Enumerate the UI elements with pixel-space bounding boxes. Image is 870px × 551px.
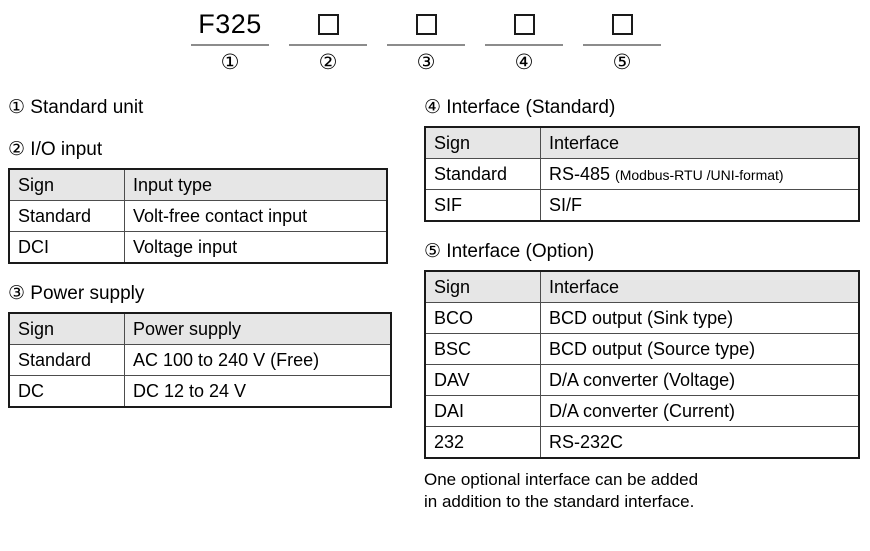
cell-description: D/A converter (Current): [540, 395, 860, 427]
model-code-marker-1: ①: [220, 51, 240, 74]
model-code-rule-1: [191, 44, 269, 46]
cell-sign: BSC: [424, 333, 541, 365]
section-title-io-input: ② I/O input: [8, 139, 103, 160]
cell-sign: BCO: [424, 302, 541, 334]
column-header-sign: Sign: [424, 126, 541, 159]
model-code-rule-5: [583, 44, 661, 46]
section-title-interface-option: ⑤ Interface (Option): [424, 241, 595, 262]
cell-sign: DC: [8, 375, 125, 408]
cell-description: SI/F: [540, 189, 860, 222]
table-io-input: Sign Input type Standard Volt-free conta…: [8, 168, 388, 264]
column-header-power-supply: Power supply: [124, 312, 392, 345]
cell-description: DC 12 to 24 V: [124, 375, 392, 408]
empty-box-icon: [317, 13, 339, 35]
model-code-diagram: F325 ① ② ③ ④ ⑤: [190, 4, 710, 84]
model-code-segment-1: F325 ①: [190, 4, 270, 78]
model-code-segment-5: ⑤: [582, 4, 662, 78]
cell-sign: DAI: [424, 395, 541, 427]
table-row: Standard AC 100 to 240 V (Free): [8, 344, 392, 376]
footnote-line-2: in addition to the standard interface.: [424, 492, 695, 511]
cell-description: RS-232C: [540, 426, 860, 459]
table-interface-option: Sign Interface BCO BCD output (Sink type…: [424, 270, 860, 459]
table-row: DAI D/A converter (Current): [424, 395, 860, 427]
column-header-sign: Sign: [8, 168, 125, 201]
model-code-segment-4: ④: [484, 4, 564, 78]
empty-box-icon: [611, 13, 633, 35]
left-column: ① Standard unit ② I/O input Sign Input t…: [8, 96, 400, 410]
empty-box-icon: [415, 13, 437, 35]
table-row: BCO BCD output (Sink type): [424, 302, 860, 334]
table-power-supply: Sign Power supply Standard AC 100 to 240…: [8, 312, 392, 408]
column-header-interface: Interface: [540, 270, 860, 303]
table-header-row: Sign Interface: [424, 126, 860, 159]
cell-description: Voltage input: [124, 231, 388, 264]
section-title-interface-standard: ④ Interface (Standard): [424, 97, 616, 118]
table-header-row: Sign Power supply: [8, 312, 392, 345]
cell-sign: SIF: [424, 189, 541, 222]
cell-description: BCD output (Source type): [540, 333, 860, 365]
table-row: BSC BCD output (Source type): [424, 333, 860, 365]
cell-description: RS-485 (Modbus-RTU /UNI-format): [540, 158, 860, 190]
column-header-interface: Interface: [540, 126, 860, 159]
footnote-line-1: One optional interface can be added: [424, 470, 699, 489]
table-row: Standard Volt-free contact input: [8, 200, 388, 232]
model-code-value-3: [386, 4, 466, 44]
empty-box-icon: [513, 13, 535, 35]
table-header-row: Sign Interface: [424, 270, 860, 303]
table-row: DAV D/A converter (Voltage): [424, 364, 860, 396]
model-code-segment-2: ②: [288, 4, 368, 78]
cell-description: Volt-free contact input: [124, 200, 388, 232]
cell-sign: Standard: [8, 344, 125, 376]
model-code-rule-2: [289, 44, 367, 46]
model-code-segment-3: ③: [386, 4, 466, 78]
cell-sign: Standard: [8, 200, 125, 232]
model-code-value-4: [484, 4, 564, 44]
cell-sign: Standard: [424, 158, 541, 190]
table-row: SIF SI/F: [424, 189, 860, 222]
model-code-marker-5: ⑤: [612, 51, 632, 74]
table-row: DC DC 12 to 24 V: [8, 375, 392, 408]
cell-description: BCD output (Sink type): [540, 302, 860, 334]
cell-sign: DAV: [424, 364, 541, 396]
model-code-value-5: [582, 4, 662, 44]
model-code-rule-4: [485, 44, 563, 46]
table-header-row: Sign Input type: [8, 168, 388, 201]
column-header-sign: Sign: [424, 270, 541, 303]
cell-description: AC 100 to 240 V (Free): [124, 344, 392, 376]
column-header-input-type: Input type: [124, 168, 388, 201]
model-code-rule-3: [387, 44, 465, 46]
cell-description: D/A converter (Voltage): [540, 364, 860, 396]
model-code-value-1: F325: [198, 8, 262, 39]
model-code-marker-4: ④: [514, 51, 534, 74]
table-row: DCI Voltage input: [8, 231, 388, 264]
model-code-marker-2: ②: [318, 51, 338, 74]
cell-description-main: RS-485: [549, 163, 611, 184]
cell-description-note: (Modbus-RTU /UNI-format): [615, 166, 784, 183]
section-title-standard-unit: ① Standard unit: [8, 97, 144, 118]
table-interface-standard: Sign Interface Standard RS-485 (Modbus-R…: [424, 126, 860, 222]
column-header-sign: Sign: [8, 312, 125, 345]
model-code-value-2: [288, 4, 368, 44]
footnote: One optional interface can be added in a…: [424, 469, 860, 513]
table-row: Standard RS-485 (Modbus-RTU /UNI-format): [424, 158, 860, 190]
cell-sign: 232: [424, 426, 541, 459]
cell-sign: DCI: [8, 231, 125, 264]
right-column: ④ Interface (Standard) Sign Interface St…: [424, 96, 860, 513]
table-row: 232 RS-232C: [424, 426, 860, 459]
section-title-power-supply: ③ Power supply: [8, 283, 145, 304]
model-code-marker-3: ③: [416, 51, 436, 74]
